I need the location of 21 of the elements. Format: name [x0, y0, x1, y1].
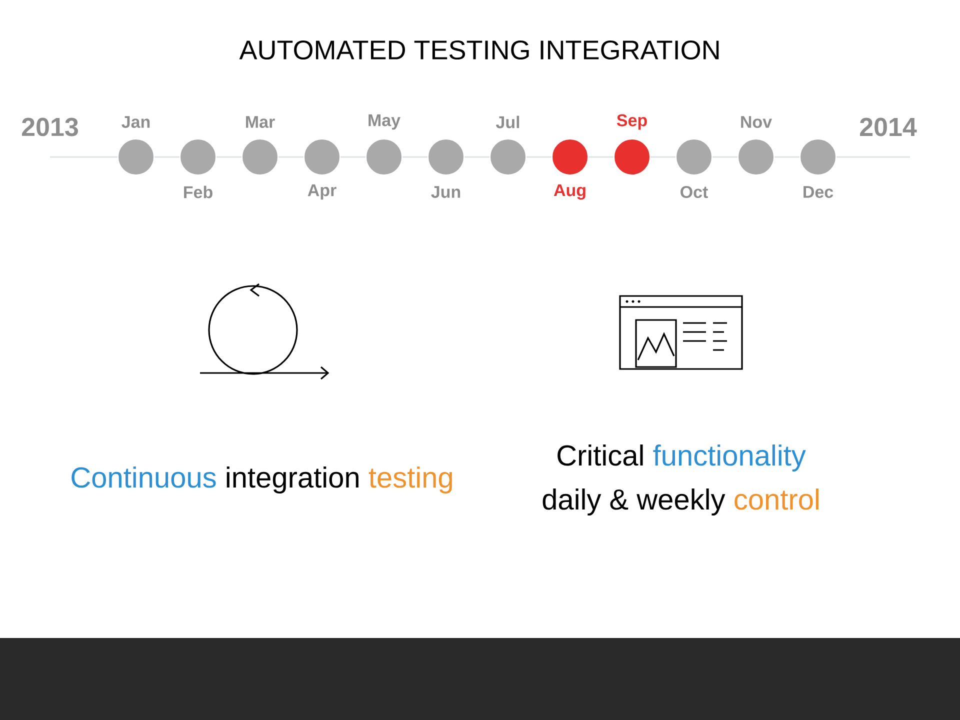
- node-label: Oct: [680, 186, 708, 198]
- caption-text: Critical functionality daily & weekly control: [542, 444, 818, 516]
- node-label: Jan: [122, 116, 150, 128]
- year-label: 2013: [22, 118, 78, 136]
- node-label: Jun: [431, 186, 460, 198]
- node-label: Mar: [246, 116, 275, 128]
- node-label: Aug: [554, 184, 586, 200]
- label: functionality: [653, 444, 806, 472]
- node-label: Apr: [308, 184, 336, 200]
- label: daily & weekly: [542, 488, 726, 516]
- node-label: Sep: [616, 114, 647, 130]
- node-label: Nov: [741, 116, 772, 128]
- node-label: Jul: [496, 116, 520, 128]
- node-label: Feb: [184, 186, 212, 198]
- slide-title: AUTOMATED TESTING INTEGRATION: [239, 40, 719, 60]
- caption-text: Continuous integration testing: [72, 466, 452, 494]
- label: Critical: [558, 444, 643, 466]
- year-label: 2014: [860, 118, 917, 136]
- node-label: May: [368, 114, 400, 130]
- label: control: [734, 488, 818, 510]
- node-label: Dec: [804, 186, 834, 198]
